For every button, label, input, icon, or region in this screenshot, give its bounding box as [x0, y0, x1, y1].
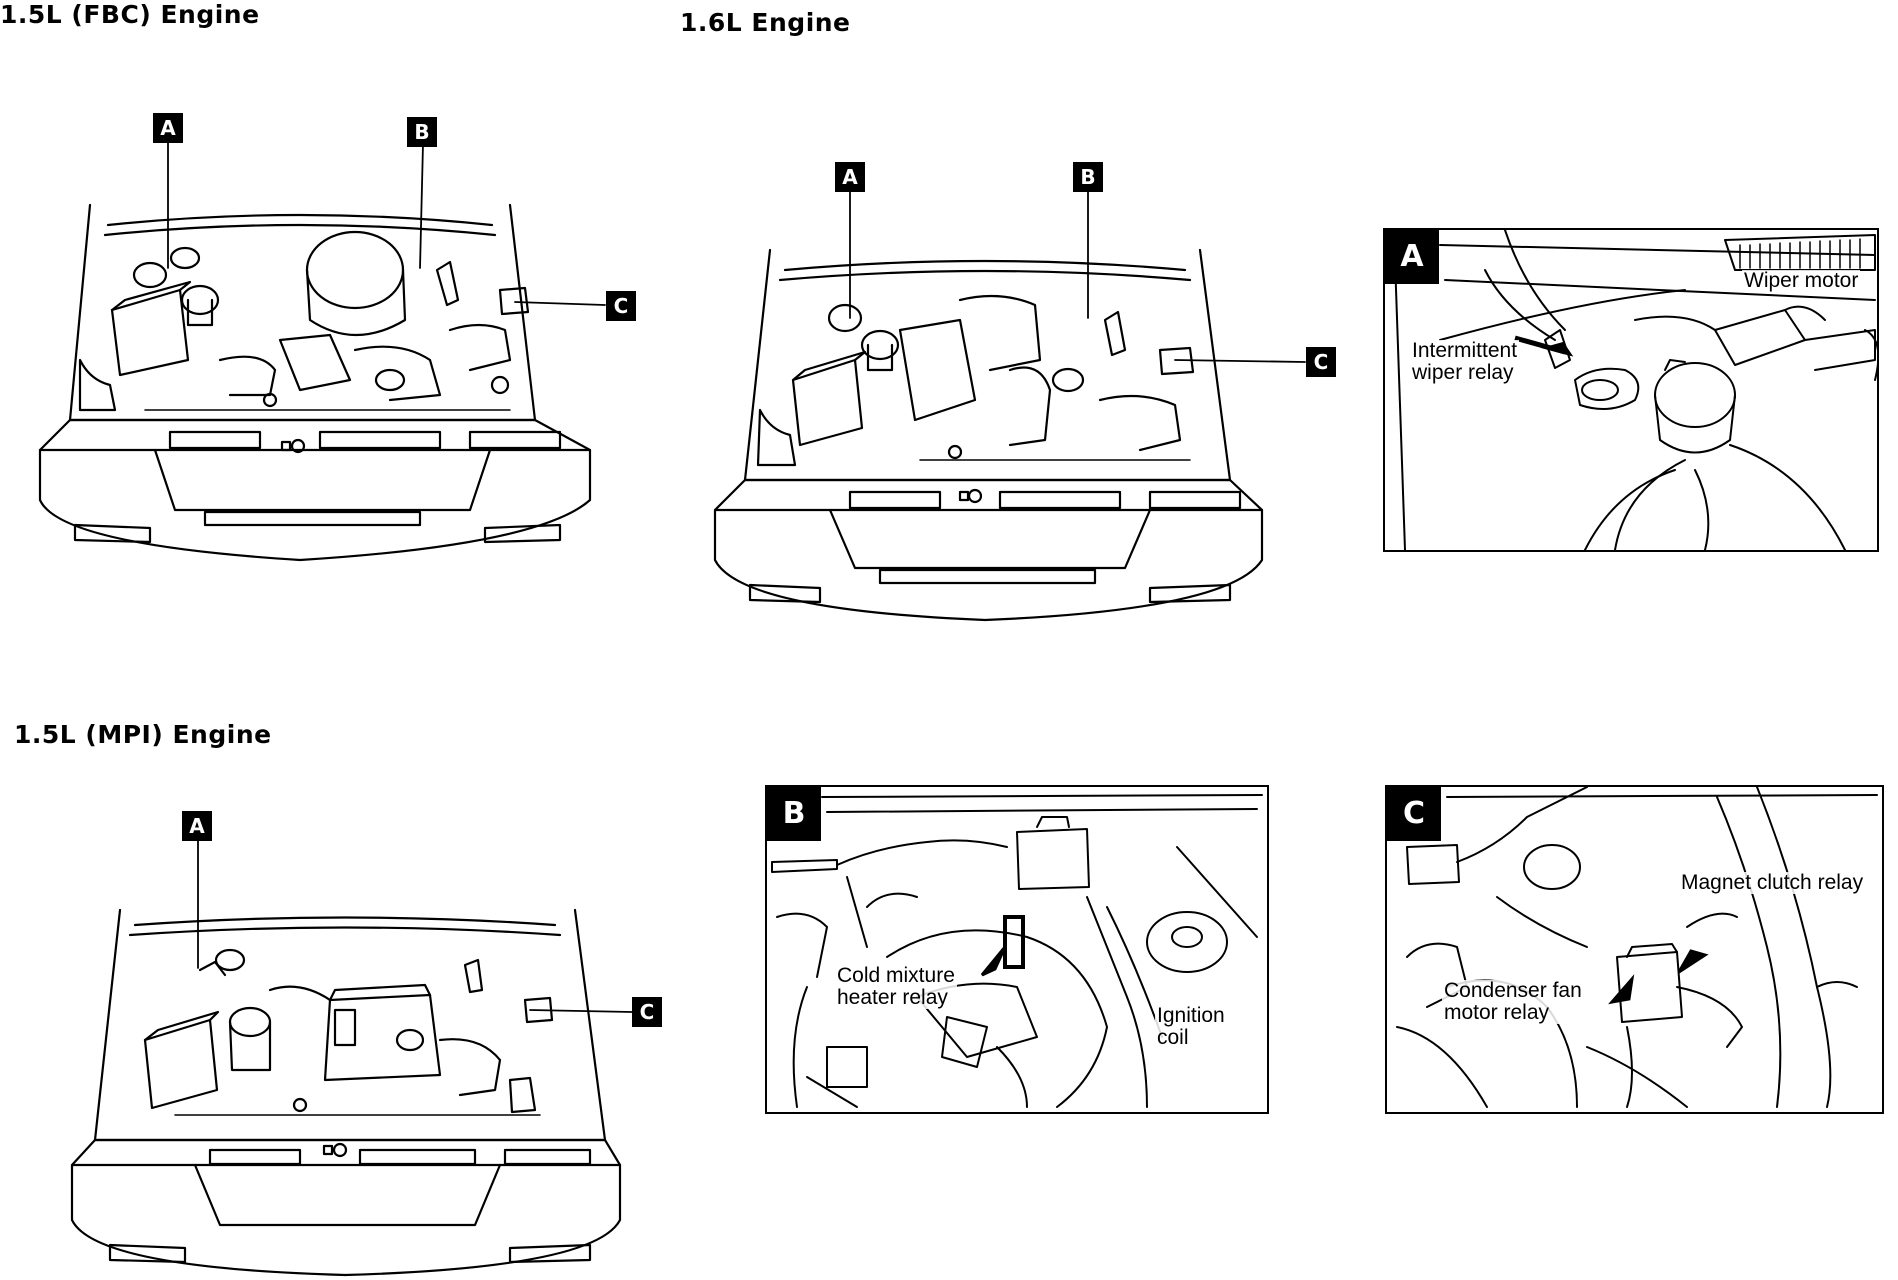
callout-fbc-b: B	[407, 117, 437, 147]
detail-panel-b: B Cold mixture heater relay Ignition coi…	[765, 785, 1269, 1114]
car-mpi-drawing	[70, 908, 622, 1277]
panel-c-drawing	[1396, 787, 1878, 1108]
panel-b-label-cold-mixture-heater-relay: Cold mixture heater relay	[835, 964, 957, 1009]
callout-mpi-c: C	[632, 997, 662, 1027]
panel-b-label-ignition-coil: Ignition coil	[1155, 1004, 1227, 1049]
panel-c-label-condenser-fan-motor-relay: Condenser fan motor relay	[1442, 979, 1584, 1024]
car-16l-drawing	[713, 248, 1264, 622]
panel-b-tag: B	[767, 787, 821, 841]
car-fbc-drawing	[38, 203, 592, 562]
callout-mpi-a: A	[182, 811, 212, 841]
panel-c-tag: C	[1387, 787, 1441, 841]
callout-16l-c: C	[1306, 347, 1336, 377]
panel-a-label-wiper-motor: Wiper motor	[1742, 269, 1861, 292]
panel-a-drawing	[1394, 230, 1877, 550]
heading-mpi-engine: 1.5L (MPI) Engine	[14, 720, 272, 749]
panel-c-label-magnet-clutch-relay: Magnet clutch relay	[1679, 871, 1866, 894]
callout-16l-b: B	[1073, 162, 1103, 192]
callout-leader-lines	[167, 139, 1306, 1013]
heading-16l-engine: 1.6L Engine	[680, 8, 851, 37]
heading-fbc-engine: 1.5L (FBC) Engine	[0, 0, 260, 29]
callout-fbc-a: A	[153, 113, 183, 143]
detail-panel-c: C Magnet clutch relay Condenser fan moto…	[1385, 785, 1884, 1114]
detail-panel-a: A Wiper motor Intermittent wiper relay	[1383, 228, 1879, 552]
panel-a-tag: A	[1385, 230, 1439, 284]
callout-16l-a: A	[835, 162, 865, 192]
callout-fbc-c: C	[606, 291, 636, 321]
panel-b-drawing	[771, 794, 1263, 1108]
panel-a-label-intermittent-wiper-relay: Intermittent wiper relay	[1410, 339, 1520, 384]
